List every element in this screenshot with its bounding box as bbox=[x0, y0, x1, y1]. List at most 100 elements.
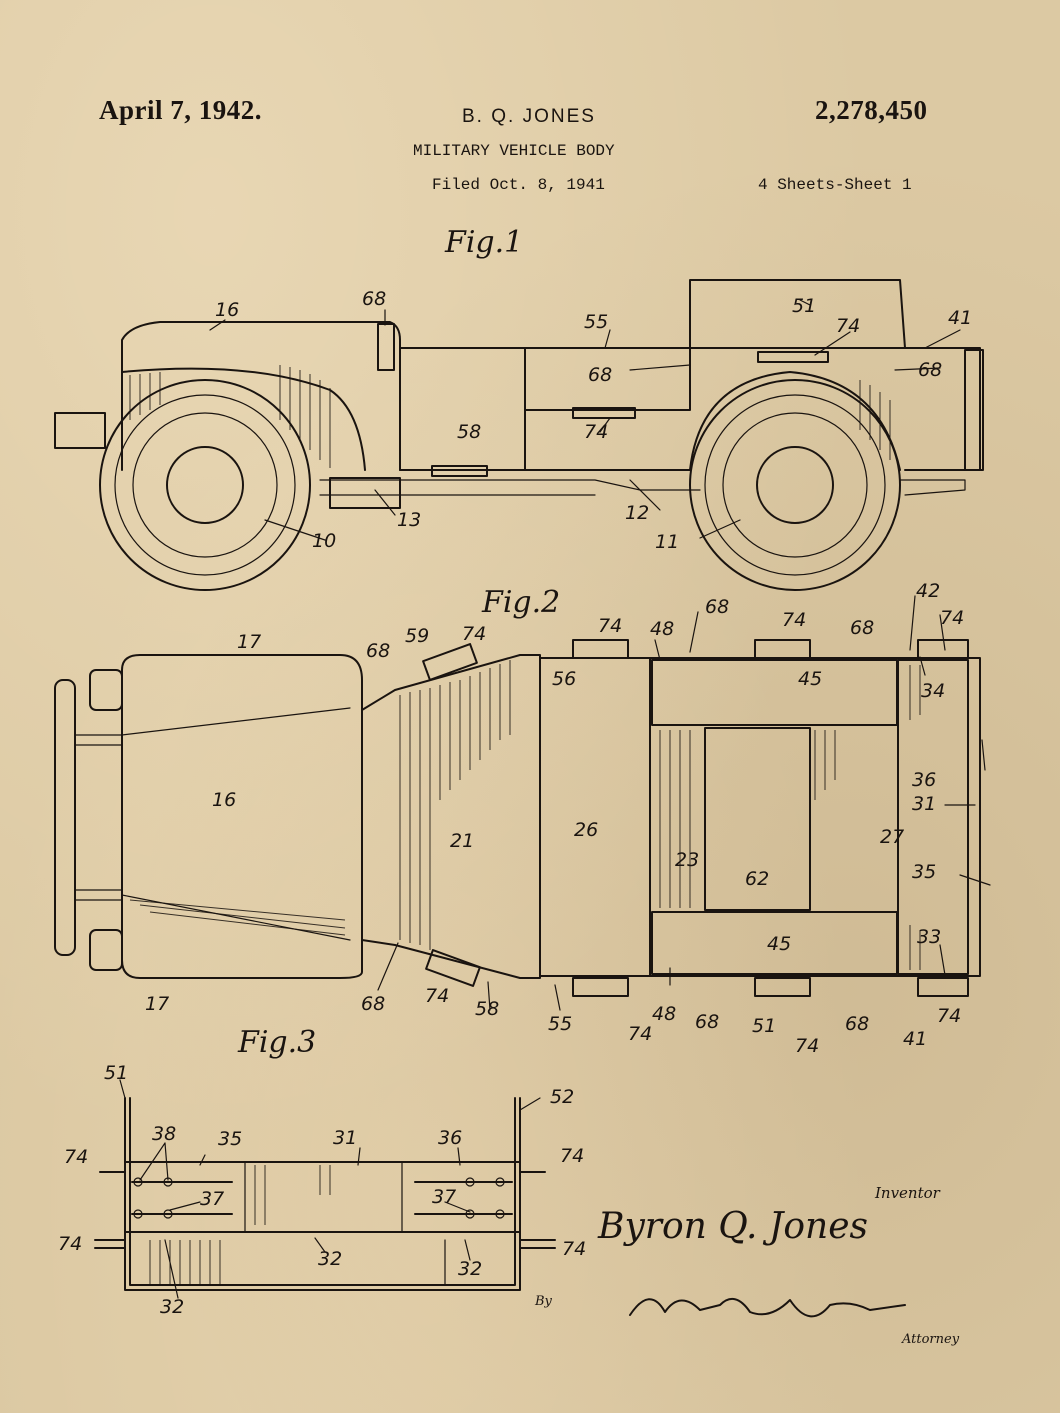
headlamp-left bbox=[89, 669, 123, 711]
body-hatching bbox=[659, 665, 921, 970]
by-label: By bbox=[534, 1294, 553, 1309]
ref-numeral: 55 bbox=[548, 1013, 572, 1035]
grille-bars bbox=[74, 734, 123, 901]
ref-numeral: 74 bbox=[598, 615, 622, 637]
fig1-leader-lines bbox=[209, 299, 961, 541]
cowl-panel bbox=[399, 347, 526, 471]
ref-numeral: 68 bbox=[361, 993, 385, 1015]
rear-handle-74 bbox=[757, 351, 829, 363]
ref-numeral: 23 bbox=[675, 849, 699, 871]
cowl-21 bbox=[361, 654, 541, 979]
attorney-signature bbox=[629, 1297, 906, 1318]
hood-outline bbox=[121, 321, 401, 471]
ref-numeral: 74 bbox=[584, 421, 608, 443]
front-bumper-top bbox=[54, 679, 76, 956]
ref-numeral: 68 bbox=[845, 1013, 869, 1035]
step-plate bbox=[431, 465, 488, 477]
ref-numeral: 74 bbox=[937, 1005, 961, 1027]
ref-numeral: 36 bbox=[912, 769, 936, 791]
sheet-count: 4 Sheets-Sheet 1 bbox=[758, 176, 912, 194]
cowl-hatching bbox=[399, 660, 511, 950]
ref-numeral: 26 bbox=[574, 819, 598, 841]
figure-1-label: Fig.1 bbox=[444, 225, 523, 260]
ref-numeral: 35 bbox=[912, 861, 936, 883]
rear-arch-hatching bbox=[859, 380, 891, 460]
figure-2-label: Fig.2 bbox=[481, 585, 560, 620]
ref-numeral: 10 bbox=[312, 530, 336, 552]
attorney-label: Attorney bbox=[901, 1332, 960, 1347]
headlamp-right bbox=[89, 929, 123, 971]
figure-3-label: Fig.3 bbox=[237, 1025, 316, 1060]
rear-wheel-11 bbox=[689, 379, 901, 591]
ref-numeral: 41 bbox=[903, 1028, 927, 1050]
body-handles-74 bbox=[422, 639, 969, 997]
ref-numeral: 45 bbox=[767, 933, 791, 955]
ref-numeral: 74 bbox=[562, 1238, 586, 1260]
rear-wheel-arch bbox=[689, 371, 901, 471]
ref-numeral: 59 bbox=[405, 625, 429, 647]
ref-numeral: 68 bbox=[705, 596, 729, 618]
ref-numeral: 48 bbox=[650, 618, 674, 640]
ref-numeral: 33 bbox=[917, 926, 941, 948]
ref-numeral: 74 bbox=[628, 1023, 652, 1045]
filed-date: Filed Oct. 8, 1941 bbox=[432, 176, 605, 194]
ref-numeral: 62 bbox=[745, 868, 769, 890]
ref-numeral: 36 bbox=[438, 1127, 462, 1149]
rear-seat-45-top bbox=[651, 659, 898, 726]
section-inner-wall bbox=[129, 1097, 516, 1286]
ref-numeral: 52 bbox=[550, 1086, 574, 1108]
ref-numeral: 56 bbox=[552, 668, 576, 690]
figure-2-top-view: Fig.2 bbox=[54, 580, 991, 1057]
fig3-leader-lines bbox=[119, 1079, 541, 1299]
ref-numeral: 74 bbox=[795, 1035, 819, 1057]
ref-numeral: 11 bbox=[655, 531, 679, 553]
ref-numeral: 34 bbox=[921, 680, 945, 702]
fig2-leader-lines bbox=[377, 595, 991, 1011]
rear-spring bbox=[899, 479, 966, 496]
ref-numeral: 31 bbox=[333, 1127, 357, 1149]
hood-latch bbox=[377, 323, 395, 371]
ref-numeral: 12 bbox=[625, 502, 649, 524]
section-outline bbox=[124, 1097, 521, 1291]
body-side-panel bbox=[524, 347, 691, 411]
ref-numeral: 37 bbox=[432, 1186, 456, 1208]
rear-body-panel bbox=[689, 347, 981, 471]
ref-numeral: 55 bbox=[584, 311, 608, 333]
inventor-label: Inventor bbox=[874, 1184, 941, 1202]
ref-numeral: 32 bbox=[458, 1258, 482, 1280]
inventor-signature: Byron Q. Jones bbox=[597, 1206, 868, 1247]
front-bumper bbox=[54, 412, 106, 449]
ref-numeral: 17 bbox=[145, 993, 169, 1015]
ref-numeral: 42 bbox=[916, 580, 940, 602]
hood-crease bbox=[121, 707, 351, 941]
section-handles-74 bbox=[94, 1171, 556, 1249]
ref-numeral: 68 bbox=[695, 1011, 719, 1033]
seat-rods bbox=[131, 1177, 513, 1219]
figure-3-section-view: Fig.3 bbox=[58, 1025, 586, 1318]
ref-numeral: 32 bbox=[318, 1248, 342, 1270]
ref-numeral: 74 bbox=[940, 607, 964, 629]
ref-numeral: 74 bbox=[836, 315, 860, 337]
ref-numeral: 68 bbox=[918, 359, 942, 381]
ref-numeral: 38 bbox=[152, 1123, 176, 1145]
ref-numeral: 17 bbox=[237, 631, 261, 653]
front-fender-hatching bbox=[129, 365, 331, 468]
hood-top-16 bbox=[121, 654, 363, 979]
ref-numeral: 74 bbox=[58, 1233, 82, 1255]
ref-numeral: 74 bbox=[560, 1145, 584, 1167]
ref-numeral: 58 bbox=[457, 421, 481, 443]
ref-numeral: 37 bbox=[200, 1188, 224, 1210]
ref-numeral: 74 bbox=[462, 623, 486, 645]
ref-numeral: 74 bbox=[64, 1146, 88, 1168]
front-wheel-10 bbox=[99, 379, 311, 591]
rear-compartment-27 bbox=[897, 659, 969, 975]
rear-bumperette bbox=[964, 349, 984, 471]
patent-number: 2,278,450 bbox=[815, 95, 928, 125]
figure-1-side-view: Fig.1 bbox=[54, 225, 984, 591]
ref-numeral: 48 bbox=[652, 1003, 676, 1025]
ref-numeral: 68 bbox=[362, 288, 386, 310]
side-handle-74 bbox=[572, 407, 636, 419]
ref-numeral: 68 bbox=[850, 617, 874, 639]
